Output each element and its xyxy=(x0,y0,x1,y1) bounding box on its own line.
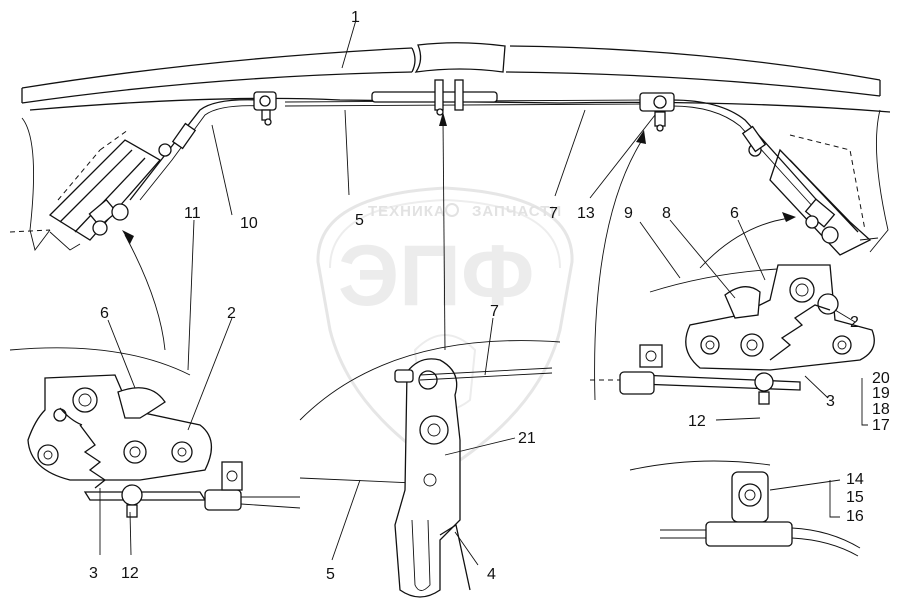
detail-handle-center xyxy=(299,340,561,598)
watermark-right-word: ЗАПЧАСТИ xyxy=(472,203,562,220)
detail-lock-right xyxy=(590,264,875,405)
callout-21: 21 xyxy=(518,430,536,447)
cable-drive xyxy=(129,99,831,221)
leader-lines xyxy=(99,19,868,566)
gear-icon xyxy=(445,203,459,217)
callout-5-bottom: 5 xyxy=(326,566,335,583)
detail-clamp-right xyxy=(629,460,861,557)
callout-labels: 1 2 2 3 3 4 5 5 6 6 7 7 8 9 10 11 12 12 … xyxy=(89,9,890,583)
callout-8: 8 xyxy=(662,205,671,222)
callout-9: 9 xyxy=(624,205,633,222)
callout-12-left: 12 xyxy=(121,565,139,582)
detail-lock-left xyxy=(9,347,301,518)
callout-3-right: 3 xyxy=(826,393,835,410)
callout-15: 15 xyxy=(846,489,864,506)
callout-14: 14 xyxy=(846,471,864,488)
callout-17: 17 xyxy=(872,417,890,434)
lock-assembly-top-right xyxy=(741,125,879,256)
callout-10: 10 xyxy=(240,215,258,232)
callout-11: 11 xyxy=(184,205,201,222)
callout-7-top: 7 xyxy=(549,205,558,222)
callout-3-left: 3 xyxy=(89,565,98,582)
watermark: ТЕХНИКА ЗАПЧАСТИ ЭПФ xyxy=(316,186,574,472)
callout-5-top: 5 xyxy=(355,212,364,229)
callout-6-left: 6 xyxy=(100,305,109,322)
callout-18: 18 xyxy=(872,401,890,418)
callout-6-right: 6 xyxy=(730,205,739,222)
watermark-left-word: ТЕХНИКА xyxy=(368,203,446,220)
callout-2-left: 2 xyxy=(227,305,236,322)
hood-panel xyxy=(21,42,891,253)
callout-16: 16 xyxy=(846,508,864,525)
lock-assembly-top-left xyxy=(9,122,197,251)
cable-splice-center xyxy=(371,79,498,116)
view-arrows xyxy=(122,112,796,401)
watermark-logo: ЭПФ xyxy=(338,228,534,324)
callout-12-right: 12 xyxy=(688,413,706,430)
callout-4: 4 xyxy=(487,566,496,583)
callout-2-right: 2 xyxy=(850,314,859,331)
cable-clamp-left xyxy=(253,91,277,126)
callout-19: 19 xyxy=(872,385,890,402)
cable-clamp-right xyxy=(639,92,675,132)
callout-7-mid: 7 xyxy=(490,303,499,320)
callout-20: 20 xyxy=(872,370,890,387)
callout-13: 13 xyxy=(577,205,595,222)
callout-1: 1 xyxy=(351,9,360,26)
